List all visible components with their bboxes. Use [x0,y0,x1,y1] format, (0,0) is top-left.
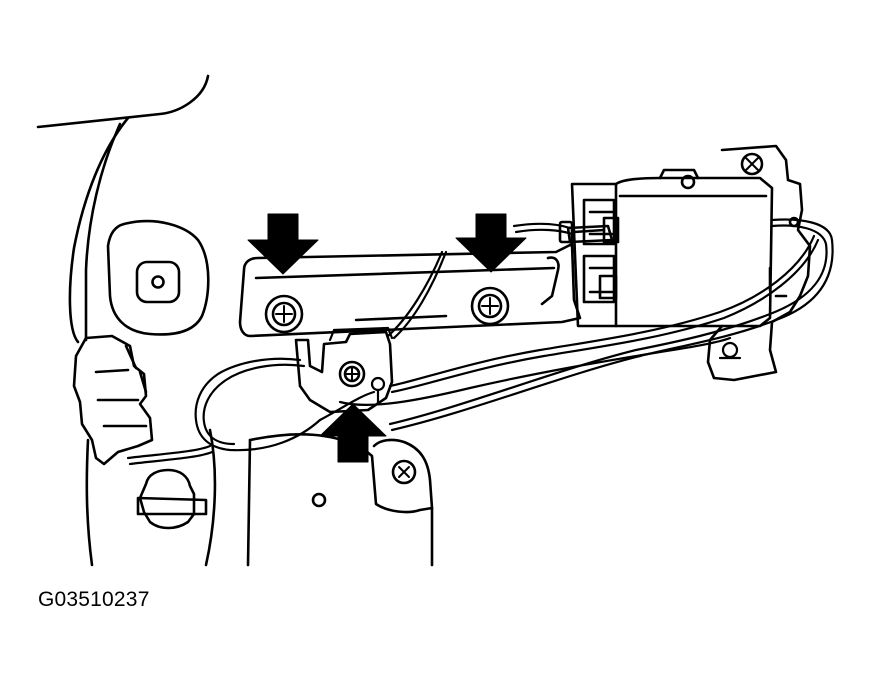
wire-clip [558,216,800,244]
bracket-bolt-right [470,286,510,326]
arrow-up-bottom [319,403,387,463]
figure-code: G03510237 [38,588,150,611]
module-mount [706,144,812,382]
module-connector [566,224,614,244]
lower-tab-bracket [294,330,394,414]
panel-holes [135,260,417,530]
arrow-down-right [455,213,527,273]
indicator-arrows [247,213,527,463]
body-panel [36,74,434,567]
wiring-harness [126,218,834,466]
left-connector [72,334,154,466]
control-module [570,168,774,328]
bracket-bolt-left [264,294,304,334]
arrow-down-left [247,213,319,275]
